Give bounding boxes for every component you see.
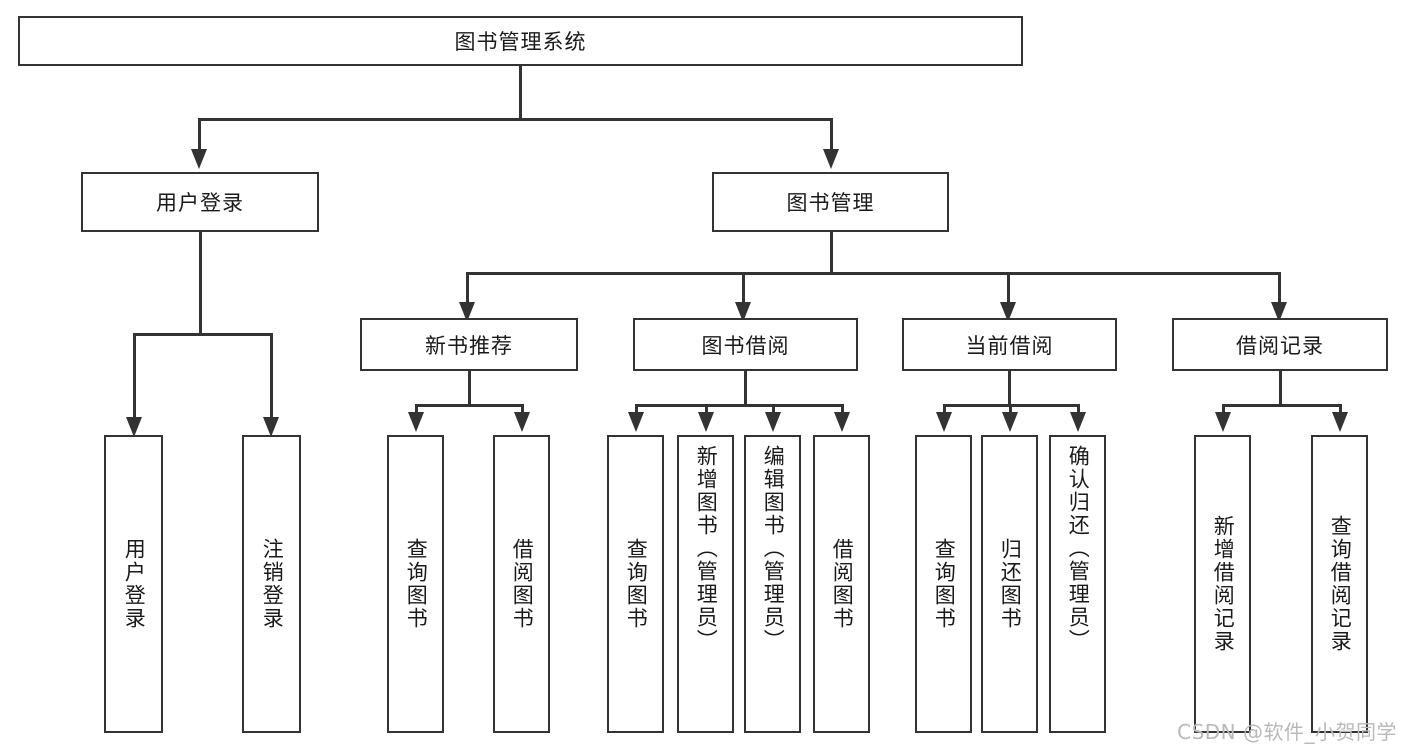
arrow-to-cb-leaf-1 bbox=[936, 412, 952, 432]
arrow-to-current-borrow bbox=[1000, 302, 1016, 322]
connector-drop-bb-leaf-2 bbox=[705, 404, 708, 414]
arrow-to-bb-leaf-4 bbox=[834, 412, 850, 432]
connector-root-stem bbox=[519, 66, 522, 119]
connector-level1-drop-book-management bbox=[830, 118, 833, 151]
node-label: 查询图书 bbox=[624, 538, 649, 630]
connector-level1-bus bbox=[198, 118, 832, 121]
connector-drop-br-leaf-2 bbox=[1339, 404, 1342, 414]
arrow-to-new-book-recommend bbox=[459, 302, 475, 322]
node-label: 借阅图书 bbox=[510, 538, 535, 630]
node-label: 图书管理 bbox=[786, 191, 875, 215]
connector-drop-bb-leaf-4 bbox=[841, 404, 844, 414]
connector-drop-br-leaf-1 bbox=[1222, 404, 1225, 414]
arrow-to-borrow-records bbox=[1271, 302, 1287, 322]
node-label: 注销登录 bbox=[260, 538, 285, 630]
connector-drop-new-book-recommend bbox=[466, 272, 469, 304]
connector-borrow-records-bus bbox=[1222, 404, 1341, 407]
leaf-current-borrow-3[interactable]: 确认归还（管理员） bbox=[1049, 435, 1106, 733]
node-label: 图书管理系统 bbox=[454, 30, 587, 54]
leaf-current-borrow-1[interactable]: 查询图书 bbox=[915, 435, 972, 733]
connector-drop-book-borrow bbox=[742, 272, 745, 304]
node-label: 确认归还（管理员） bbox=[1066, 445, 1091, 652]
connector-current-borrow-stem bbox=[1008, 371, 1011, 406]
node-label: 新增借阅记录 bbox=[1211, 515, 1236, 653]
connector-drop-user-login-leaf-1 bbox=[133, 333, 136, 419]
node-current-borrow[interactable]: 当前借阅 bbox=[902, 318, 1117, 371]
arrow-to-nbr-leaf-2 bbox=[514, 412, 530, 432]
watermark-text: CSDN @软件_小贺同学 bbox=[1177, 720, 1397, 744]
leaf-new-book-recommend-1[interactable]: 查询图书 bbox=[387, 435, 444, 733]
leaf-new-book-recommend-2[interactable]: 借阅图书 bbox=[493, 435, 550, 733]
arrow-to-book-borrow bbox=[735, 302, 751, 322]
connector-level2-bus bbox=[466, 272, 1278, 275]
arrow-to-user-login-leaf-2 bbox=[263, 417, 279, 437]
node-label: 借阅图书 bbox=[830, 538, 855, 630]
connector-level1-drop-user-login bbox=[198, 118, 201, 151]
connector-new-book-recommend-bus bbox=[415, 404, 523, 407]
connector-user-login-stem bbox=[199, 232, 202, 335]
leaf-borrow-records-2[interactable]: 查询借阅记录 bbox=[1311, 435, 1368, 733]
leaf-book-borrow-4[interactable]: 借阅图书 bbox=[813, 435, 870, 733]
node-label: 编辑图书（管理员） bbox=[761, 445, 786, 652]
leaf-book-borrow-2[interactable]: 新增图书（管理员） bbox=[677, 435, 734, 733]
node-label: 查询借阅记录 bbox=[1328, 515, 1353, 653]
arrow-to-br-leaf-1 bbox=[1215, 412, 1231, 432]
node-borrow-records[interactable]: 借阅记录 bbox=[1172, 318, 1388, 371]
node-new-book-recommend[interactable]: 新书推荐 bbox=[360, 318, 578, 371]
leaf-user-login-1[interactable]: 用户登录 bbox=[104, 435, 163, 733]
node-book-borrow[interactable]: 图书借阅 bbox=[633, 318, 858, 371]
leaf-book-borrow-1[interactable]: 查询图书 bbox=[607, 435, 664, 733]
connector-drop-cb-leaf-1 bbox=[943, 404, 946, 414]
node-label: 归还图书 bbox=[998, 538, 1023, 630]
connector-book-borrow-bus bbox=[635, 404, 843, 407]
connector-drop-bb-leaf-3 bbox=[772, 404, 775, 414]
node-label: 查询图书 bbox=[404, 538, 429, 630]
arrow-to-cb-leaf-3 bbox=[1070, 412, 1086, 432]
node-label: 借阅记录 bbox=[1236, 333, 1324, 358]
node-book-management[interactable]: 图书管理 bbox=[712, 172, 949, 232]
connector-drop-cb-leaf-2 bbox=[1009, 404, 1012, 414]
arrow-to-nbr-leaf-1 bbox=[408, 412, 424, 432]
node-label: 新增图书（管理员） bbox=[694, 445, 719, 652]
connector-book-management-stem bbox=[830, 232, 833, 274]
node-label: 当前借阅 bbox=[965, 333, 1054, 358]
arrow-to-book-management bbox=[823, 149, 839, 169]
node-root-book-management-system[interactable]: 图书管理系统 bbox=[18, 16, 1023, 66]
node-user-login[interactable]: 用户登录 bbox=[81, 172, 319, 232]
node-label: 用户登录 bbox=[156, 191, 244, 215]
connector-new-book-recommend-stem bbox=[468, 371, 471, 406]
node-label: 查询图书 bbox=[932, 538, 957, 630]
leaf-book-borrow-3[interactable]: 编辑图书（管理员） bbox=[744, 435, 801, 733]
connector-drop-user-login-leaf-2 bbox=[270, 333, 273, 419]
connector-book-borrow-stem bbox=[744, 371, 747, 406]
arrow-to-bb-leaf-1 bbox=[628, 412, 644, 432]
connector-drop-borrow-records bbox=[1278, 272, 1281, 304]
node-label: 图书借阅 bbox=[701, 333, 790, 358]
leaf-borrow-records-1[interactable]: 新增借阅记录 bbox=[1194, 435, 1251, 733]
connector-drop-cb-leaf-3 bbox=[1077, 404, 1080, 414]
node-label: 用户登录 bbox=[122, 538, 147, 630]
connector-drop-nbr-leaf-1 bbox=[415, 404, 418, 414]
arrow-to-bb-leaf-2 bbox=[698, 412, 714, 432]
connector-drop-nbr-leaf-2 bbox=[521, 404, 524, 414]
connector-drop-current-borrow bbox=[1007, 272, 1010, 304]
arrow-to-cb-leaf-2 bbox=[1002, 412, 1018, 432]
arrow-to-br-leaf-2 bbox=[1332, 412, 1348, 432]
leaf-user-login-2[interactable]: 注销登录 bbox=[242, 435, 301, 733]
node-label: 新书推荐 bbox=[425, 333, 513, 358]
connector-user-login-bus bbox=[133, 333, 272, 336]
leaf-current-borrow-2[interactable]: 归还图书 bbox=[981, 435, 1038, 733]
arrow-to-user-login bbox=[191, 149, 207, 169]
connector-borrow-records-stem bbox=[1279, 371, 1282, 406]
connector-drop-bb-leaf-1 bbox=[635, 404, 638, 414]
arrow-to-bb-leaf-3 bbox=[765, 412, 781, 432]
arrow-to-user-login-leaf-1 bbox=[126, 417, 142, 437]
